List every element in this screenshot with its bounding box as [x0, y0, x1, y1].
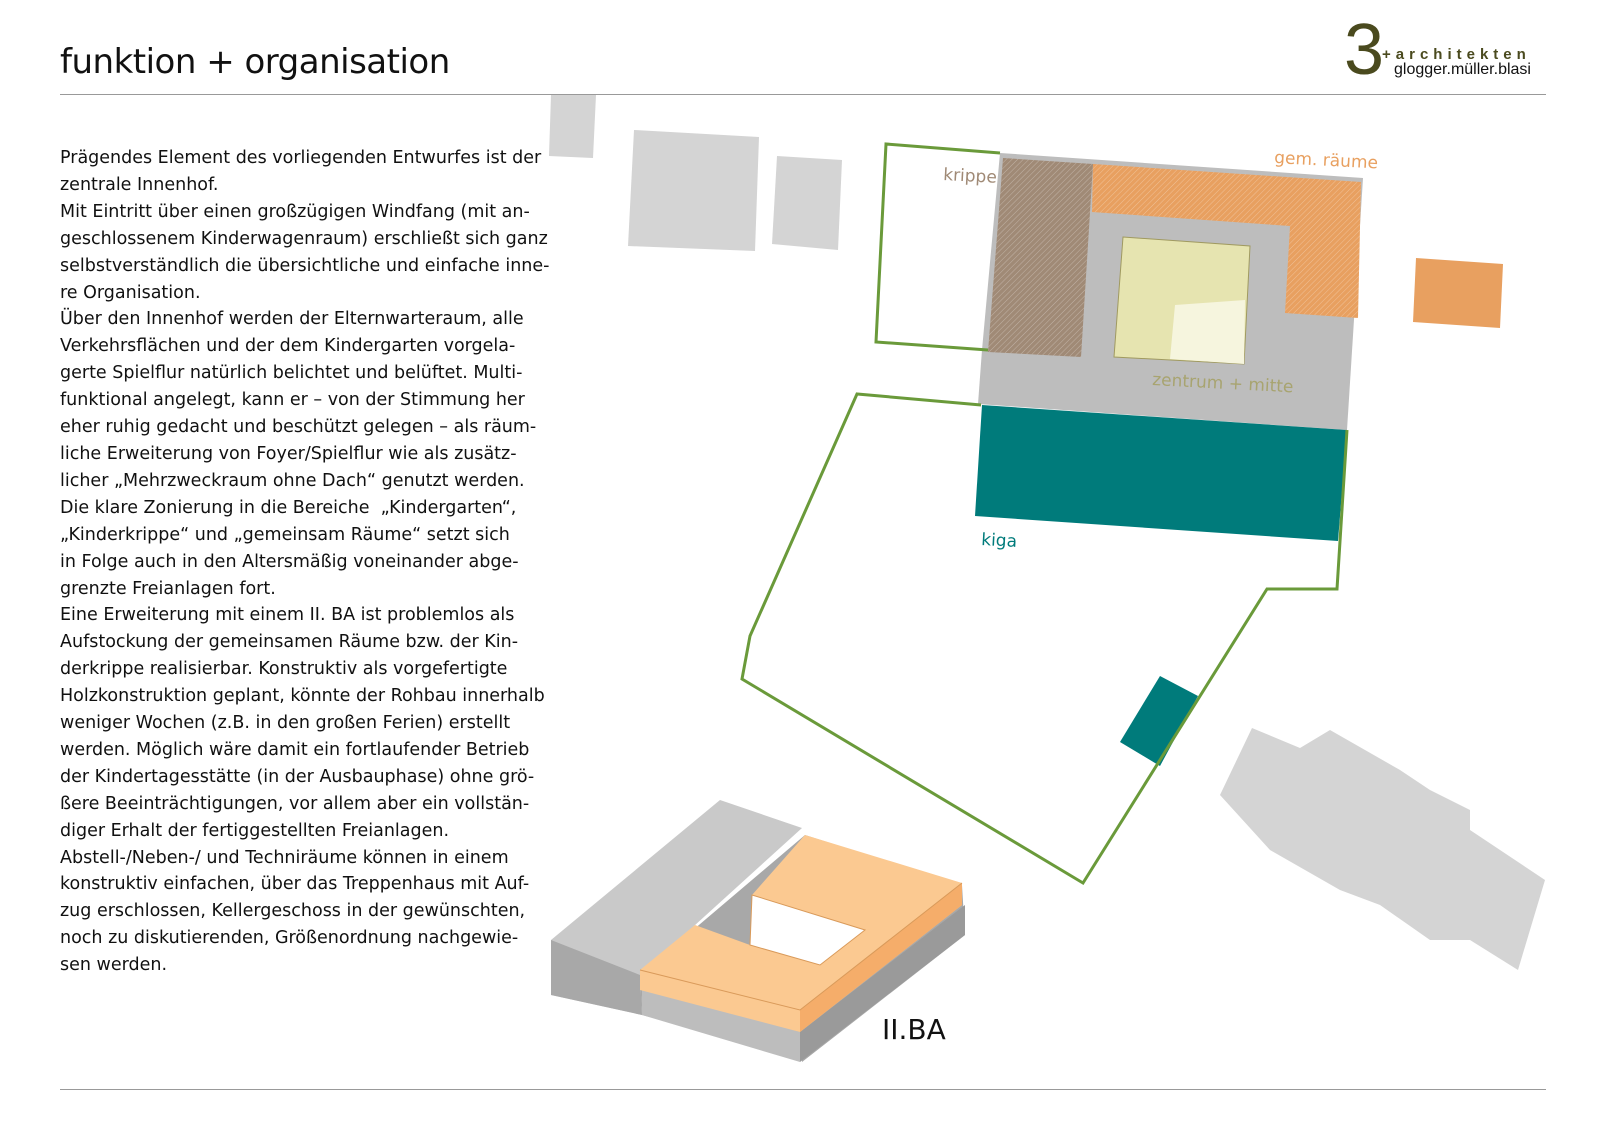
text-line: diger Erhalt der fertiggestellten Freian… — [60, 820, 450, 841]
text-line: grenzte Freianlagen fort. — [60, 578, 276, 599]
text-line: weniger Wochen (z.B. in den großen Ferie… — [60, 713, 511, 734]
annex-gem-raeume — [1413, 258, 1503, 328]
label-krippe: krippe — [943, 165, 998, 188]
neighbor-building — [1220, 728, 1545, 970]
label-gem-raeume: gem. räume — [1274, 148, 1379, 173]
footer-divider — [60, 1089, 1546, 1090]
text-line: gerte Spielflur natürlich belichtet und … — [60, 363, 523, 384]
text-line: Mit Eintritt über einen großzügigen Wind… — [60, 201, 530, 222]
text-line: noch zu diskutierenden, Größenordnung na… — [60, 928, 519, 949]
site-boundaries — [740, 142, 1349, 886]
neighbor-buildings — [549, 95, 1545, 970]
text-line: werden. Möglich wäre damit ein fortlaufe… — [60, 739, 530, 760]
zone-kiga — [975, 405, 1347, 541]
page-title: funktion + organisation — [60, 42, 450, 82]
text-line: eher ruhig gedacht und beschützt gelegen… — [60, 417, 537, 438]
header-divider — [60, 94, 1546, 95]
text-line: Die klare Zonierung in die Bereiche „Kin… — [60, 497, 517, 518]
text-line: Verkehrsflächen und der dem Kindergarten… — [60, 336, 516, 357]
text-line: Holzkonstruktion geplant, könnte der Roh… — [60, 686, 545, 707]
text-line: licher „Mehrzweckraum ohne Dach“ genutzt… — [60, 470, 525, 491]
neighbor-building — [772, 156, 842, 250]
text-line: „Kinderkrippe“ und „gemeinsam Räume“ set… — [60, 524, 510, 545]
text-line: in Folge auch in den Altersmäßig voneina… — [60, 551, 519, 572]
text-line: ßere Beeinträchtigungen, vor allem aber … — [60, 793, 530, 814]
text-line: geschlossenem Kinderwagenraum) erschließ… — [60, 228, 548, 249]
logo-partners: glogger.müller.blasi — [1394, 61, 1531, 78]
text-line: konstruktiv einfachen, über das Treppenh… — [60, 874, 530, 895]
logo-wordmark: +architekten — [1382, 46, 1531, 63]
label-kiga: kiga — [981, 530, 1018, 552]
text-line: Eine Erweiterung mit einem II. BA ist pr… — [60, 605, 515, 626]
text-line: zug erschlossen, Kellergeschoss in der g… — [60, 901, 526, 922]
text-line: liche Erweiterung von Foyer/Spielflur wi… — [60, 443, 517, 464]
text-line: derkrippe realisierbar. Konstruktiv als … — [60, 659, 508, 680]
neighbor-building — [549, 95, 596, 158]
logo-numeral: 3 — [1344, 10, 1385, 90]
text-line: re Organisation. — [60, 282, 201, 303]
text-line: Über den Innenhof werden der Elternwarte… — [60, 309, 524, 330]
text-line: Aufstockung der gemeinsamen Räume bzw. d… — [60, 632, 519, 653]
text-line: funktional angelegt, kann er – von der S… — [60, 390, 525, 411]
text-line: Prägendes Element des vorliegenden Entwu… — [60, 148, 542, 168]
text-line: sen werden. — [60, 955, 168, 976]
model-caption: II.BA — [882, 1013, 946, 1046]
firm-logo: 3 +architekten glogger.müller.blasi — [1326, 14, 1546, 90]
axonometric-model — [551, 800, 965, 1062]
text-line: Abstell-/Neben-/ und Techniräume können … — [60, 847, 509, 868]
neighbor-building — [628, 130, 759, 251]
text-line: selbstverständlich die übersichtliche un… — [60, 255, 550, 276]
text-line: der Kindertagesstätte (in der Ausbauphas… — [60, 766, 535, 787]
annex-kiga — [1120, 676, 1198, 766]
description-text: Prägendes Element des vorliegenden Entwu… — [60, 145, 550, 979]
text-line: zentrale Innenhof. — [60, 174, 219, 195]
